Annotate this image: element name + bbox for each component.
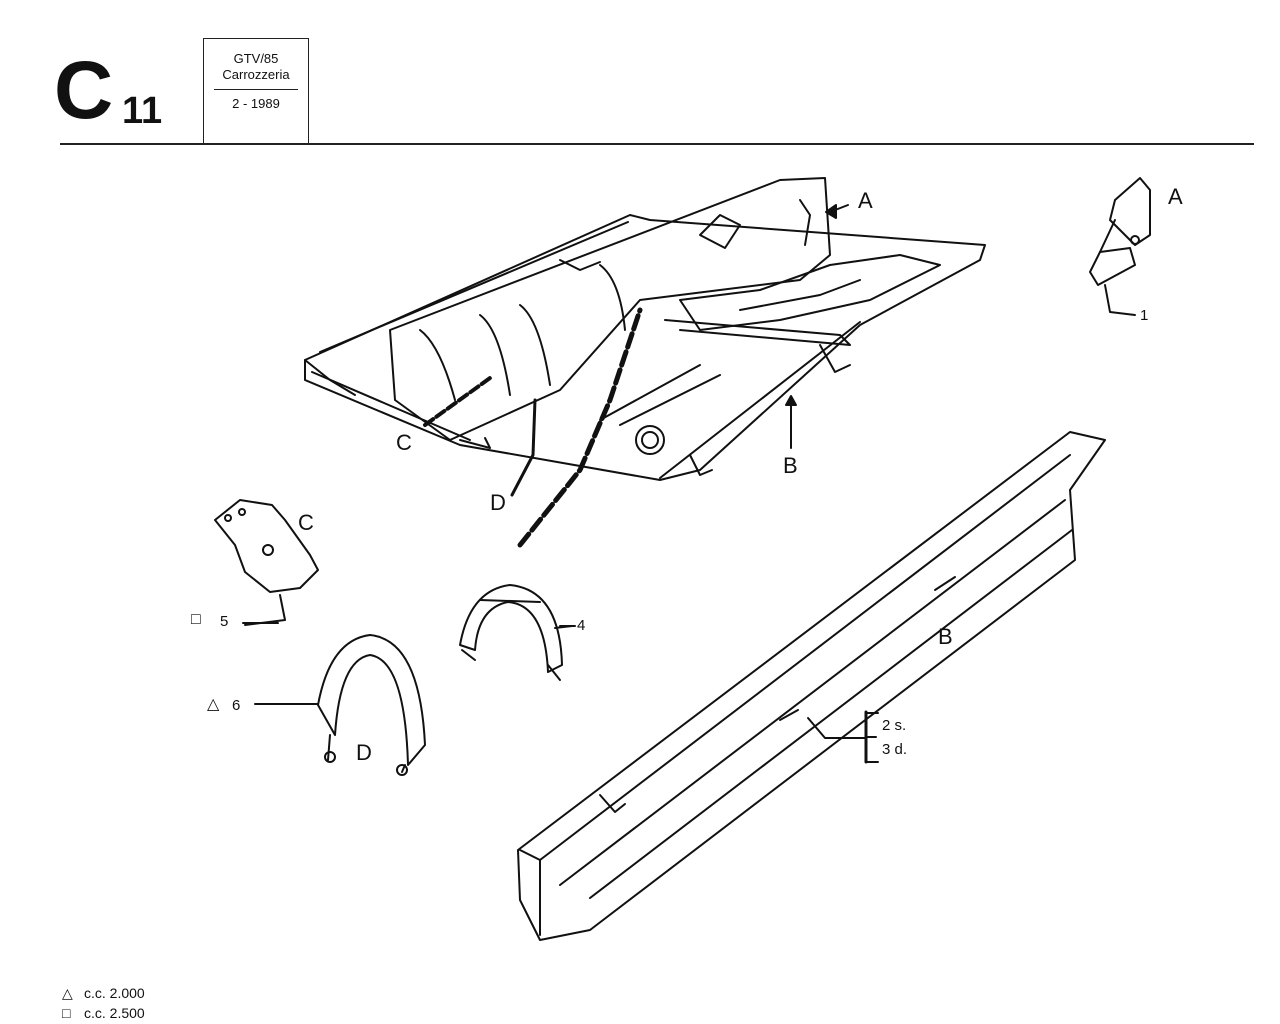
section-letter: C <box>54 45 113 136</box>
part-number-6: 6 <box>232 697 241 714</box>
leader-floor-d <box>510 398 537 497</box>
part-b-sill <box>517 431 1106 941</box>
part-number-5: 5 <box>220 613 229 630</box>
edition-date: 2 - 1989 <box>232 96 280 111</box>
arrow-floor-b <box>785 395 797 406</box>
callout-floor-a: A <box>858 188 873 213</box>
callout-floor-c: C <box>396 430 412 455</box>
callout-part-d: D <box>356 740 372 765</box>
triangle-symbol: △ <box>207 696 220 713</box>
model-name: GTV/85 <box>233 51 279 66</box>
part-a-bracket <box>1089 177 1151 316</box>
part-number-4: 4 <box>577 617 586 634</box>
square-symbol: □ <box>191 611 201 628</box>
arrow-floor-a <box>825 204 837 219</box>
legend-square-text: c.c. 2.500 <box>84 1005 145 1021</box>
info-divider <box>214 89 298 90</box>
legend-triangle-symbol: △ <box>62 985 73 1001</box>
header-rule <box>60 143 1254 145</box>
part-number-3: 3 d. <box>882 741 908 758</box>
part-6-yoke <box>254 634 426 776</box>
callout-floor-d: D <box>490 490 506 515</box>
legend-item-square: □ c.c. 2.500 <box>62 1006 145 1020</box>
leader-floor-d-dashed <box>517 307 643 548</box>
section-number: 11 <box>122 90 163 132</box>
legend-item-triangle: △ c.c. 2.000 <box>62 986 145 1000</box>
callout-part-a: A <box>1168 184 1183 209</box>
callout-part-c: C <box>298 510 314 535</box>
part-number-2: 2 s. <box>882 717 907 734</box>
part-4-u-bracket <box>459 584 573 681</box>
leader-floor-c <box>423 376 492 427</box>
floor-pan-assembly <box>304 177 986 481</box>
section-name: Carrozzeria <box>222 67 290 82</box>
part-number-1: 1 <box>1140 307 1149 324</box>
legend-square-symbol: □ <box>62 1005 71 1021</box>
legend-triangle-text: c.c. 2.000 <box>84 985 145 1001</box>
model-info-box: GTV/85 Carrozzeria 2 - 1989 <box>203 38 309 144</box>
callout-floor-b: B <box>783 453 798 478</box>
callout-part-b: B <box>938 624 953 649</box>
